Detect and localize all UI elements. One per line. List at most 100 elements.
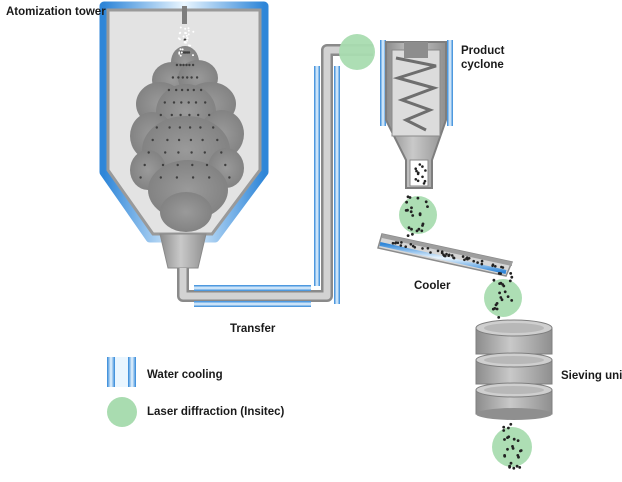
particle-dot	[400, 241, 403, 244]
particle-dot	[179, 26, 182, 29]
particle-dot	[421, 247, 424, 250]
particle-dot	[509, 422, 513, 426]
particle-dot	[185, 63, 188, 67]
particle-dot	[228, 176, 231, 179]
particle-dot	[171, 76, 175, 79]
particle-dot	[201, 138, 204, 142]
particle-dot	[502, 284, 506, 288]
particle-dot	[509, 461, 513, 465]
particle-dot	[179, 63, 182, 67]
particle-dot	[161, 163, 165, 167]
cyclone-water-jacket-left	[380, 40, 386, 126]
particle-dot	[191, 63, 195, 67]
product-cyclone-label-line2: cyclone	[461, 59, 504, 71]
particle-dot	[406, 234, 410, 238]
particle-dot	[205, 163, 209, 167]
particle-dot	[184, 27, 187, 30]
particle-dot	[404, 245, 408, 248]
particle-dot	[421, 175, 424, 179]
particle-dot	[436, 249, 440, 253]
particle-dot	[178, 52, 181, 55]
particle-dot	[409, 210, 413, 214]
particle-dot	[159, 113, 162, 117]
particle-dot	[499, 296, 503, 299]
particle-dot	[500, 265, 503, 269]
particle-dot	[495, 307, 499, 311]
particle-dot	[166, 138, 169, 142]
particle-dot	[461, 255, 465, 258]
atomization-tower-label: Atomization tower	[6, 6, 106, 18]
particle-dot	[186, 76, 189, 79]
particle-dot	[203, 151, 206, 154]
particle-dot	[185, 34, 188, 37]
particle-dot	[188, 126, 192, 129]
particle-dot	[188, 113, 191, 117]
legend-water-cooling-swatch	[107, 357, 136, 387]
particle-dot	[179, 31, 182, 34]
particle-dot	[189, 138, 193, 142]
particle-dot	[506, 295, 510, 298]
transfer-label: Transfer	[230, 323, 276, 335]
legend-water-cooling-label: Water cooling	[147, 369, 223, 381]
legend-laser-swatch	[107, 397, 137, 427]
spray-cloud	[130, 46, 244, 232]
particle-dot	[405, 200, 408, 204]
particle-dot	[188, 63, 191, 67]
particle-dot	[423, 179, 427, 183]
particle-dot	[498, 282, 501, 285]
particle-dot	[417, 171, 420, 175]
particle-dot	[406, 195, 410, 199]
cyclone-particles	[414, 163, 427, 185]
particle-dot	[391, 241, 395, 245]
particle-dot	[463, 258, 466, 262]
particle-dot	[506, 447, 509, 451]
particle-dot	[190, 151, 193, 154]
particle-dot	[187, 44, 190, 47]
particle-dot	[177, 151, 180, 154]
particle-dot	[186, 88, 190, 92]
particle-dot	[184, 32, 187, 35]
particle-dot	[493, 307, 497, 310]
pipe-water-jacket-right	[334, 66, 340, 304]
particle-dot	[494, 265, 497, 268]
tower-cone	[159, 233, 207, 269]
particle-dot	[492, 278, 496, 282]
particle-dot	[167, 88, 171, 92]
particle-dot	[407, 226, 411, 230]
particle-dot	[143, 163, 146, 167]
particle-dot	[498, 291, 501, 295]
particle-dot	[448, 253, 451, 257]
particle-dot	[418, 213, 422, 217]
particle-dot	[450, 254, 454, 257]
particle-dot	[197, 113, 200, 117]
particle-dot	[424, 200, 428, 204]
particle-dot	[517, 455, 520, 459]
sieve-tier-1	[475, 319, 553, 355]
sieve-tier-2	[475, 352, 553, 385]
particle-dot	[443, 254, 447, 258]
particle-dot	[424, 169, 427, 172]
particle-dot	[491, 264, 494, 268]
particle-dot	[502, 425, 506, 429]
particle-dot	[418, 163, 422, 166]
particle-dot	[503, 290, 507, 294]
particle-dot	[512, 437, 516, 441]
particle-dot	[415, 229, 419, 233]
particle-dot	[192, 30, 195, 33]
particle-dot	[507, 435, 511, 439]
particle-dot	[406, 208, 409, 212]
particle-dot	[516, 439, 520, 442]
particle-dot	[159, 176, 162, 179]
product-cyclone-label-line1: Product	[461, 45, 505, 57]
particle-dot	[519, 449, 523, 452]
particle-dot	[414, 167, 418, 170]
particle-dot	[147, 151, 150, 154]
particle-dot	[186, 39, 188, 42]
particle-dot	[417, 227, 421, 231]
legend	[107, 357, 137, 427]
cooler	[377, 233, 514, 277]
particle-dot	[426, 205, 429, 209]
particle-dot	[465, 256, 469, 260]
particle-dot	[168, 126, 171, 129]
